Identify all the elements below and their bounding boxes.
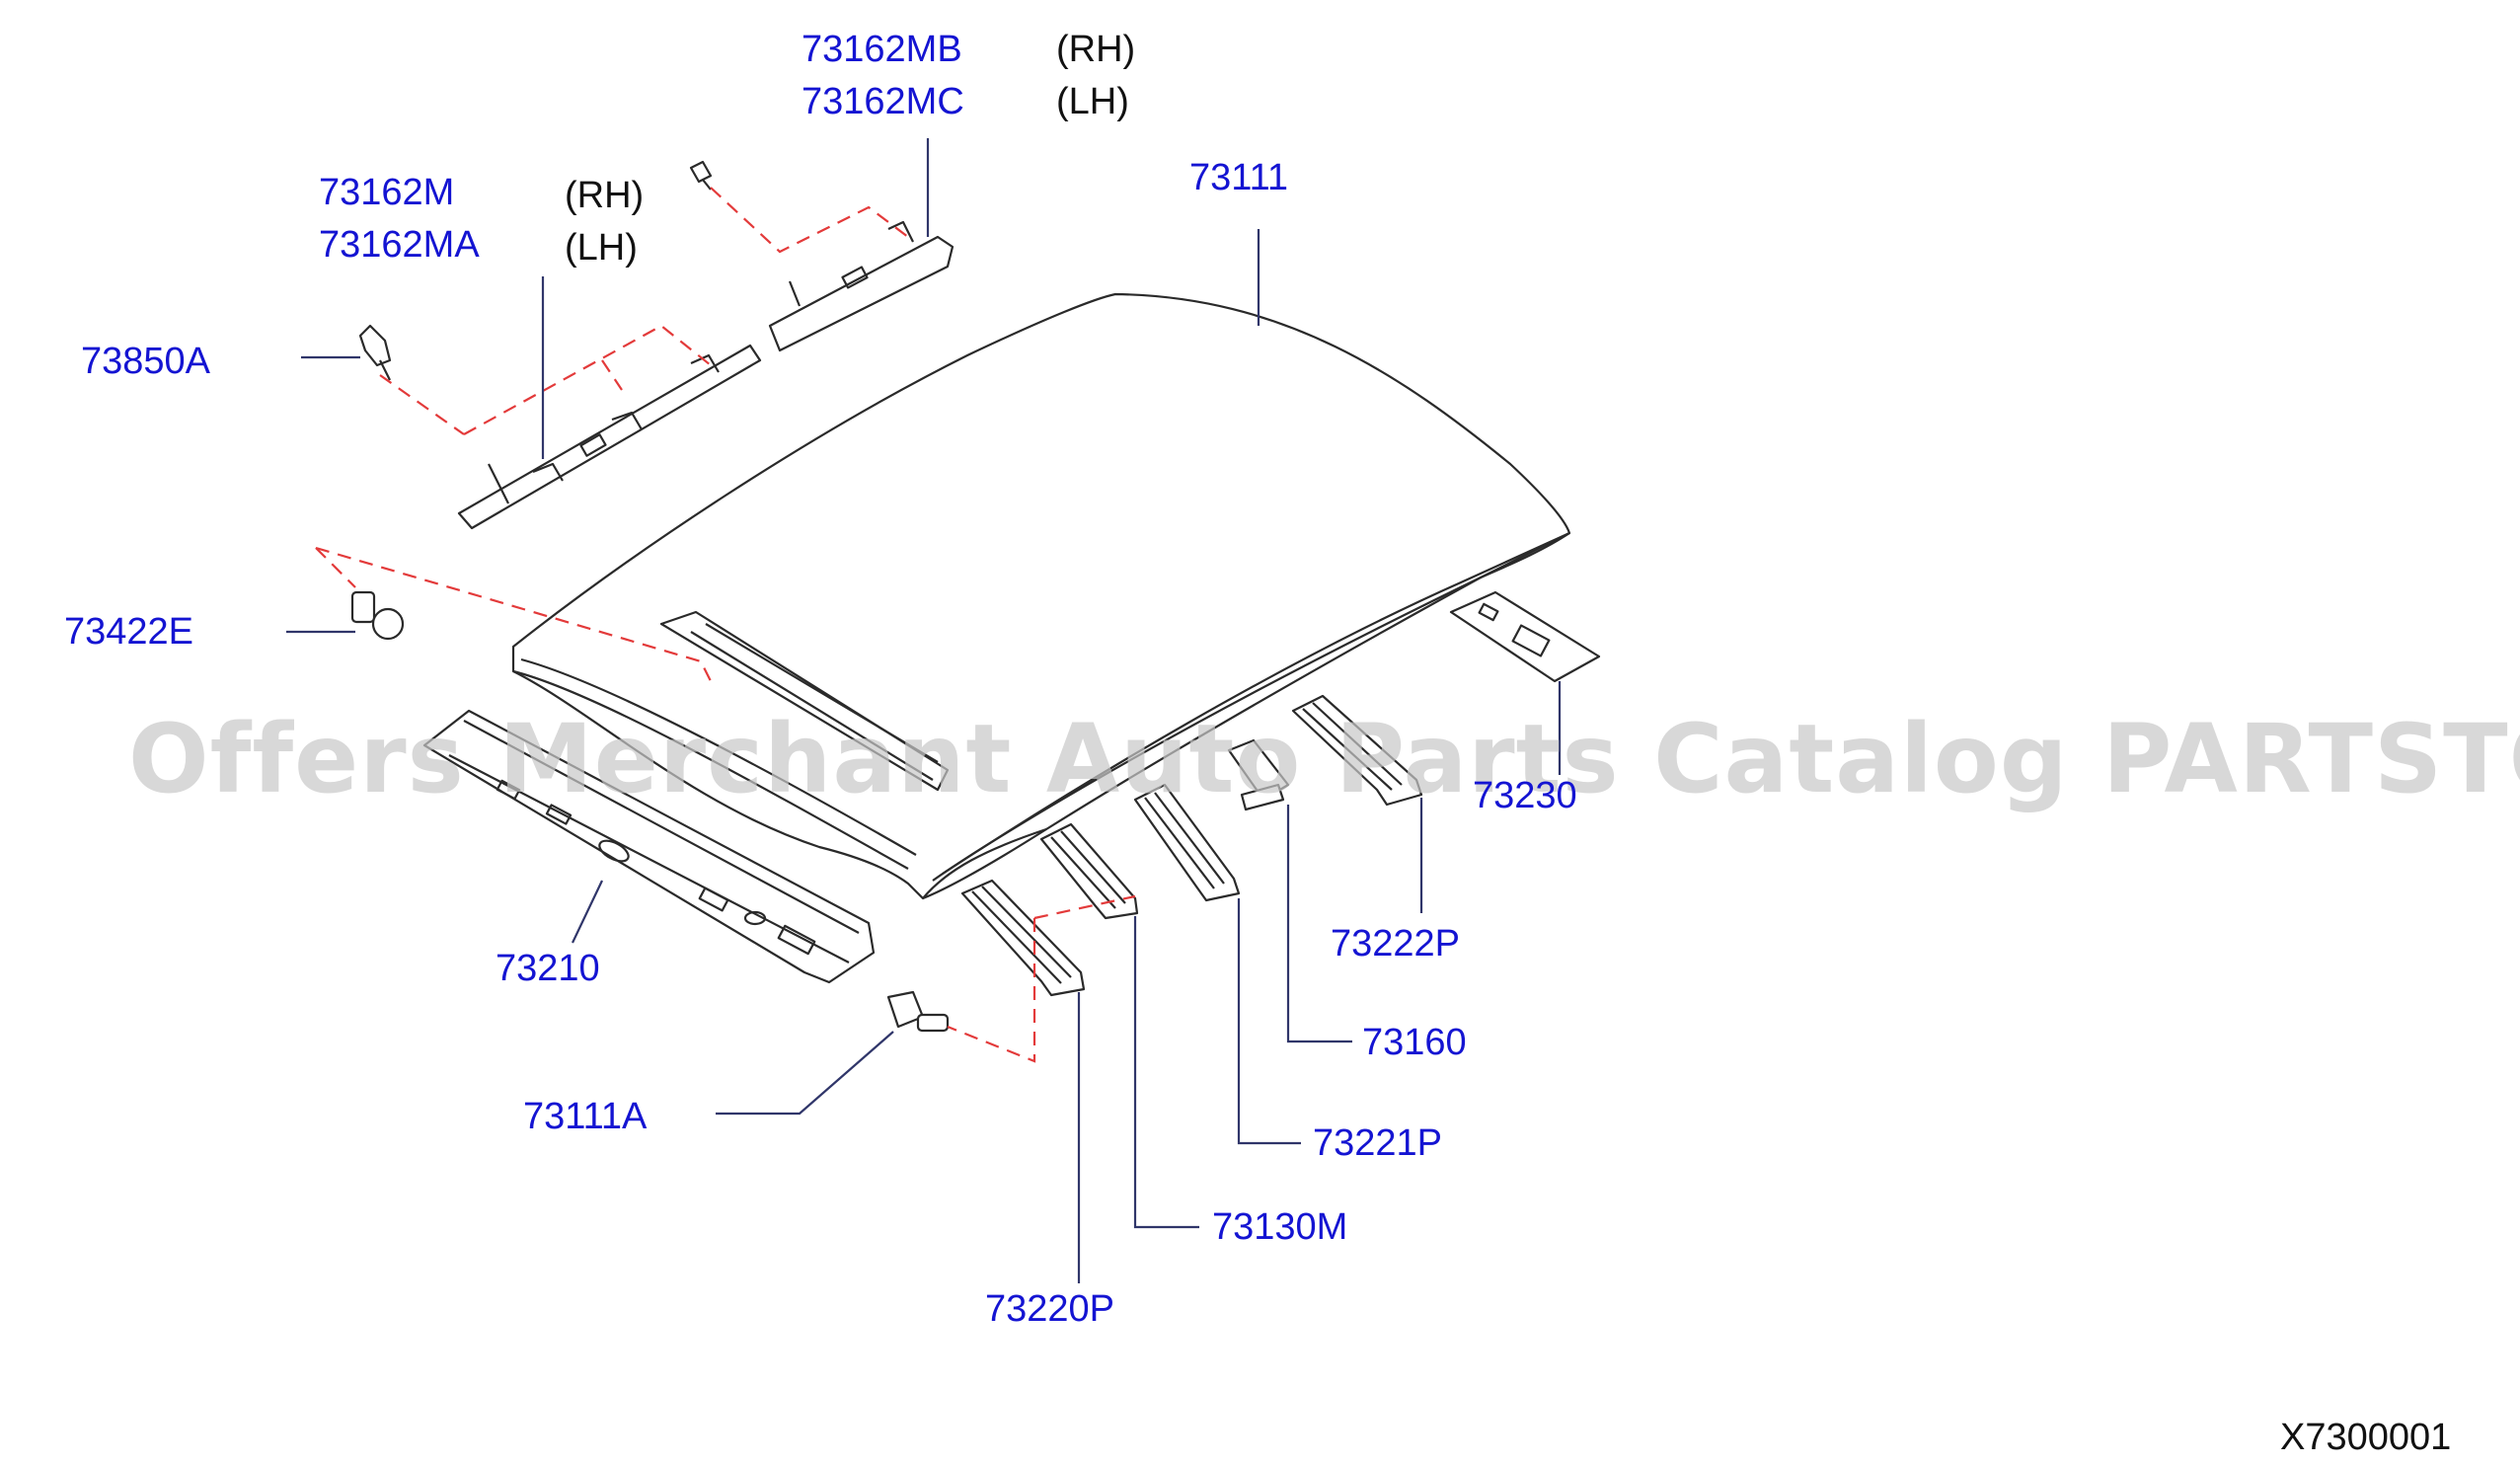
clip-73850A-drawing bbox=[358, 324, 392, 381]
label-73111[interactable]: 73111 bbox=[1189, 157, 1288, 198]
leader-73130M bbox=[1133, 916, 1199, 1229]
label-rh-top: (RH) bbox=[1056, 29, 1135, 70]
label-lh-top: (LH) bbox=[1056, 81, 1129, 122]
roof-bow-73221P-drawing bbox=[1133, 783, 1241, 902]
leader-lines bbox=[286, 138, 1562, 1283]
label-73221P[interactable]: 73221P bbox=[1313, 1122, 1442, 1164]
fastener-dashed-lines bbox=[315, 187, 1136, 1063]
leader-73160 bbox=[1286, 805, 1352, 1043]
label-rh-left: (RH) bbox=[565, 175, 644, 216]
inner-front-rail-drawing bbox=[659, 610, 950, 792]
rear-bow-drawing bbox=[1449, 590, 1601, 683]
leader-73210 bbox=[572, 880, 603, 944]
label-73162MC[interactable]: 73162MC bbox=[802, 81, 964, 122]
label-73162MA[interactable]: 73162MA bbox=[319, 224, 480, 266]
leader-73221P bbox=[1237, 898, 1301, 1145]
roof-bow-73130M-drawing bbox=[1039, 822, 1139, 920]
label-73422E[interactable]: 73422E bbox=[64, 611, 193, 653]
label-73230[interactable]: 73230 bbox=[1473, 775, 1577, 816]
bolt-73111A-drawing bbox=[886, 990, 950, 1033]
label-73162MB[interactable]: 73162MB bbox=[802, 29, 962, 70]
roof-bow-73160-drawing bbox=[1227, 738, 1290, 811]
label-73222P[interactable]: 73222P bbox=[1331, 923, 1460, 964]
label-73160[interactable]: 73160 bbox=[1362, 1022, 1467, 1063]
roof-panel-drawing bbox=[511, 292, 1571, 900]
front-header-drawing bbox=[422, 709, 876, 984]
label-73111A[interactable]: 73111A bbox=[523, 1096, 648, 1137]
label-lh-left: (LH) bbox=[565, 227, 638, 269]
label-73850A[interactable]: 73850A bbox=[81, 341, 211, 382]
roof-bow-73220P-drawing bbox=[960, 879, 1086, 997]
bracket-73162M-drawing bbox=[457, 344, 762, 530]
bolt-73422E-drawing bbox=[350, 590, 405, 641]
roof-bow-73222P-drawing bbox=[1291, 694, 1423, 807]
label-73162M[interactable]: 73162M bbox=[319, 172, 454, 213]
label-73210[interactable]: 73210 bbox=[496, 948, 600, 989]
label-73220P[interactable]: 73220P bbox=[985, 1288, 1114, 1330]
diagram-code: X7300001 bbox=[2280, 1417, 2451, 1458]
bracket-73162MB-drawing bbox=[768, 220, 955, 352]
label-73130M[interactable]: 73130M bbox=[1212, 1206, 1347, 1248]
leader-73111A bbox=[716, 1031, 894, 1116]
watermark: Offers Merchant Auto Parts Catalog PARTS… bbox=[128, 704, 2520, 814]
screw-top-drawing bbox=[689, 160, 713, 191]
